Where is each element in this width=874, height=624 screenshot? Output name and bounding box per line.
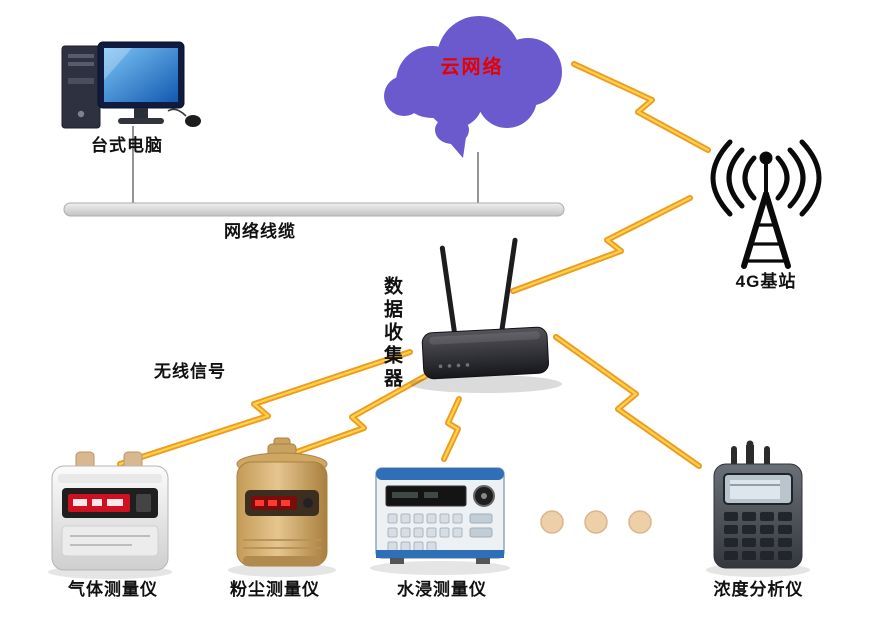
label-wireless-signal: 无线信号: [154, 362, 226, 381]
router-shadow: [410, 375, 562, 393]
ellipsis-dots: [540, 510, 652, 534]
label-cloud-network: 云网络: [440, 57, 504, 78]
base-station-icon: [710, 139, 822, 269]
label-analyzer: 浓度分析仪: [713, 580, 804, 599]
water-meter-icon: [370, 467, 510, 575]
wired-connection-lines: [132, 126, 479, 203]
label-network-cable: 网络线缆: [224, 222, 296, 241]
gas-meter-icon: [48, 451, 172, 579]
label-water-meter: 水浸测量仪: [397, 580, 487, 599]
label-dust-meter: 粉尘测量仪: [230, 580, 320, 599]
analyzer-icon: [706, 440, 810, 577]
label-data-collector: 数据收集器: [381, 276, 402, 391]
router-icon: [421, 237, 550, 380]
label-gas-meter: 气体测量仪: [68, 580, 158, 599]
lightning-bolt-cloud-basestation: [571, 61, 711, 153]
lightning-bolt-router-gas: [117, 349, 413, 467]
desktop-computer-icon: [61, 41, 201, 129]
label-desktop-computer: 台式电脑: [91, 136, 163, 155]
cloud-icon: [384, 16, 562, 158]
network-cable-bar: [63, 202, 565, 217]
lightning-bolt-router-analyzer: [553, 334, 702, 469]
lightning-bolt-router-water: [441, 396, 462, 462]
dust-meter-icon: [228, 437, 336, 577]
lightning-bolt-basestation-router: [510, 195, 693, 294]
lightning-bolt-router-dust: [274, 371, 432, 462]
label-4g-base-station: 4G基站: [735, 272, 797, 291]
